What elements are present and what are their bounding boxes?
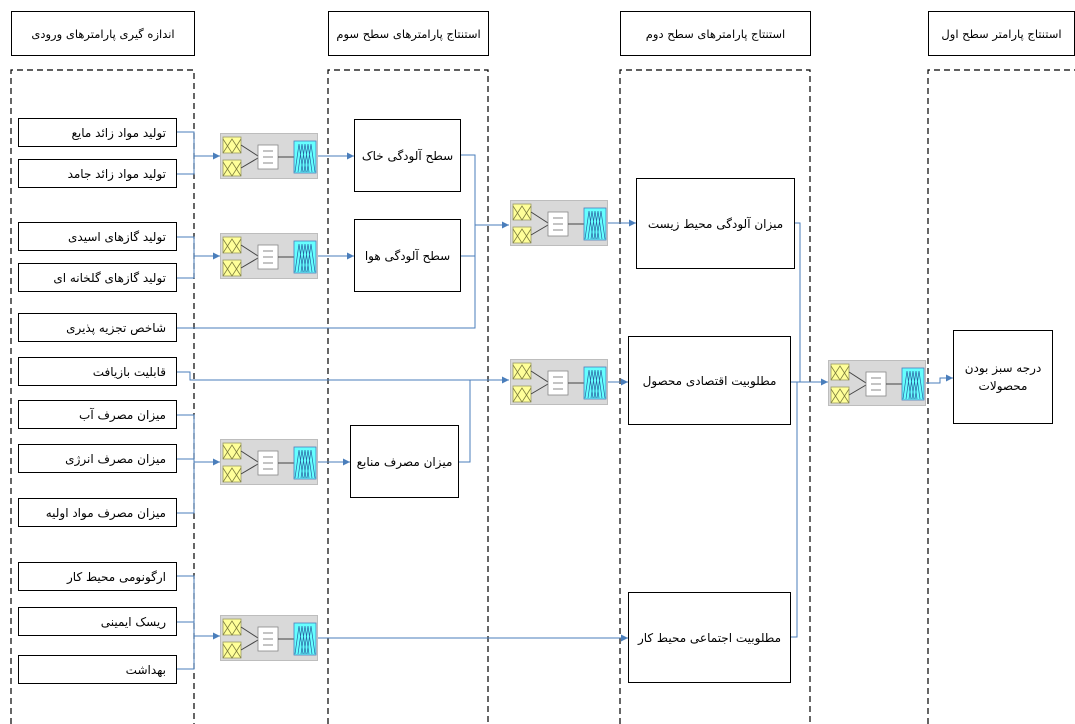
fuzzy-block-soil: [220, 133, 318, 179]
level3-column-frame: [327, 69, 489, 724]
level2-column-frame: [619, 69, 811, 724]
input-water-use: میزان مصرف آب: [18, 400, 177, 429]
header-level2: استنتاج پارامترهای سطح دوم: [620, 11, 811, 56]
rule-block-icon: [547, 211, 569, 237]
input-membership-icon: [830, 363, 850, 404]
input-acid-gases: تولید گازهای اسیدی: [18, 222, 177, 251]
rule-block-icon: [547, 370, 569, 396]
input-membership-icon: [512, 203, 532, 244]
level3-air-pollution: سطح آلودگی هوا: [354, 219, 461, 292]
rule-block-icon: [257, 450, 279, 476]
fuzzy-block-economic: [510, 359, 608, 405]
level2-social-desirability: مطلوبیت اجتماعی محیط کار: [628, 592, 791, 683]
input-membership-icon: [222, 618, 242, 659]
input-membership-icon: [512, 362, 532, 403]
header-level3: استنتاج پارامترهای سطح سوم: [328, 11, 489, 56]
rule-block-icon: [257, 626, 279, 652]
level3-resource-use: میزان مصرف منابع: [350, 425, 459, 498]
input-membership-icon: [222, 136, 242, 177]
rule-block-icon: [865, 371, 887, 397]
input-membership-icon: [222, 442, 242, 483]
input-recyclability: قابلیت بازیافت: [18, 357, 177, 386]
input-health: بهداشت: [18, 655, 177, 684]
input-safety-risk: ریسک ایمینی: [18, 607, 177, 636]
output-membership-icon: [293, 140, 317, 174]
level3-soil-pollution: سطح آلودگی خاک: [354, 119, 461, 192]
level1-greenness-line1: درجه سبز بودن: [964, 361, 1042, 375]
level1-greenness: درجه سبز بودن محصولات: [953, 330, 1053, 424]
output-membership-icon: [293, 446, 317, 480]
input-biodegradability: شاخص تجزیه پذیری: [18, 313, 177, 342]
output-membership-icon: [583, 366, 607, 400]
header-inputs: اندازه گیری پارامترهای ورودی: [11, 11, 195, 56]
fuzzy-block-social: [220, 615, 318, 661]
fuzzy-block-resources: [220, 439, 318, 485]
level1-column-frame: [927, 69, 1075, 724]
rule-block-icon: [257, 144, 279, 170]
input-solid-waste: تولید مواد زائد جامد: [18, 159, 177, 188]
header-level1: استنتاج پارامتر سطح اول: [928, 11, 1075, 56]
input-raw-material-use: میزان مصرف مواد اولیه: [18, 498, 177, 527]
output-membership-icon: [901, 367, 925, 401]
input-ergonomics: ارگونومی محیط کار: [18, 562, 177, 591]
level2-economic-desirability: مطلوبیت اقتصادی محصول: [628, 336, 791, 425]
level2-environment-pollution: میزان آلودگی محیط زیست: [636, 178, 795, 269]
output-membership-icon: [293, 240, 317, 274]
level1-greenness-line2: محصولات: [978, 379, 1028, 393]
input-greenhouse-gases: تولید گازهای گلخانه ای: [18, 263, 177, 292]
fuzzy-block-final: [828, 360, 926, 406]
inputs-column-frame: [10, 69, 195, 724]
output-membership-icon: [583, 207, 607, 241]
output-membership-icon: [293, 622, 317, 656]
input-liquid-waste: تولید مواد زائد مایع: [18, 118, 177, 147]
input-membership-icon: [222, 236, 242, 277]
fuzzy-block-environment: [510, 200, 608, 246]
column-frames: [10, 69, 1075, 724]
rule-block-icon: [257, 244, 279, 270]
fuzzy-block-air: [220, 233, 318, 279]
input-energy-use: میزان مصرف انرژی: [18, 444, 177, 473]
